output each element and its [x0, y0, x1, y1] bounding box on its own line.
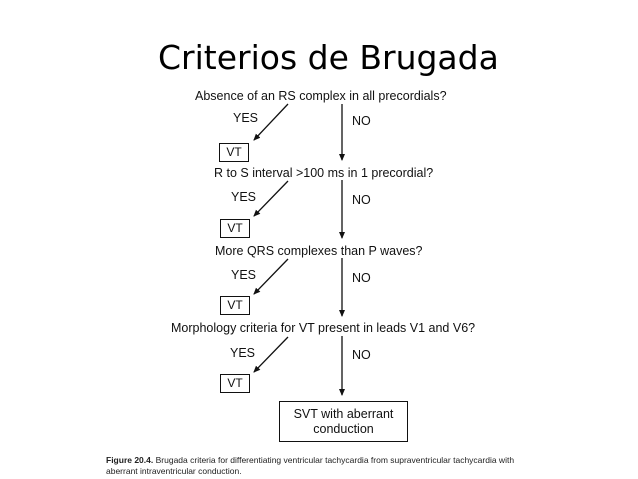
- yes-arrow-2: [253, 180, 289, 217]
- vt-result-box-2: VT: [220, 219, 250, 238]
- vt-result-box-3: VT: [220, 296, 250, 315]
- figure-caption: Figure 20.4. Brugada criteria for differ…: [106, 455, 546, 477]
- slide-title: Criterios de Brugada: [158, 38, 499, 77]
- vt-result-box-4: VT: [220, 374, 250, 393]
- yes-label-3: YES: [231, 268, 257, 282]
- question-1: Absence of an RS complex in all precordi…: [195, 89, 447, 103]
- yes-arrow-3: [253, 258, 289, 295]
- question-4: Morphology criteria for VT present in le…: [171, 321, 476, 335]
- figure-caption-label: Figure 20.4.: [106, 455, 154, 465]
- yes-arrow-1: [253, 103, 289, 141]
- figure-caption-text: Brugada criteria for differentiating ven…: [106, 455, 515, 476]
- yes-label-1: YES: [233, 111, 259, 125]
- yes-arrow-4: [253, 336, 289, 373]
- question-2: R to S interval >100 ms in 1 precordial?: [214, 166, 434, 180]
- no-label-4: NO: [352, 348, 371, 362]
- yes-label-4: YES: [230, 346, 256, 360]
- question-3: More QRS complexes than P waves?: [215, 244, 423, 258]
- svt-box-line-1: SVT with aberrant: [293, 406, 394, 421]
- no-label-1: NO: [352, 114, 371, 128]
- no-label-2: NO: [352, 193, 371, 207]
- vt-result-box-1: VT: [219, 143, 249, 162]
- no-label-3: NO: [352, 271, 371, 285]
- svt-aberrant-conduction-box: SVT with aberrant conduction: [279, 401, 408, 442]
- svt-box-line-2: conduction: [313, 421, 374, 436]
- yes-label-2: YES: [231, 190, 257, 204]
